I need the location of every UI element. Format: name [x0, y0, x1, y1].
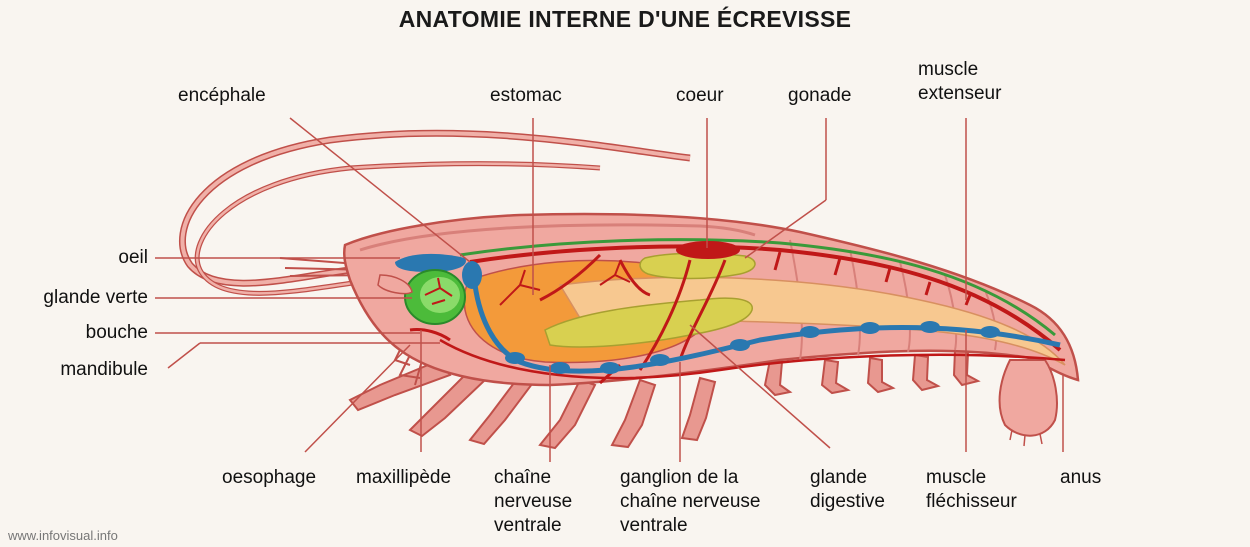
tail-fan	[1000, 360, 1057, 436]
label-estomac: estomac	[490, 84, 562, 108]
label-oesophage: oesophage	[222, 466, 316, 490]
label-glande-verte: glande verte	[43, 286, 148, 310]
label-ganglion: ganglion de la chaîne nerveuse ventrale	[620, 466, 761, 538]
label-glande-digestive: glande digestive	[810, 466, 885, 514]
label-anus: anus	[1060, 466, 1101, 490]
brain	[462, 261, 482, 289]
label-muscle-flechisseur: muscle fléchisseur	[926, 466, 1017, 514]
label-oeil: oeil	[118, 246, 148, 270]
label-gonade: gonade	[788, 84, 851, 108]
label-maxillipede: maxillipède	[356, 466, 451, 490]
watermark: www.infovisual.info	[8, 528, 118, 543]
heart	[676, 241, 740, 259]
label-muscle-extenseur: muscle extenseur	[918, 58, 1001, 106]
label-chaine-nerveuse-ventrale: chaîne nerveuse ventrale	[494, 466, 572, 538]
label-encephale: encéphale	[178, 84, 266, 108]
label-mandibule: mandibule	[60, 358, 148, 382]
label-bouche: bouche	[86, 321, 148, 345]
label-coeur: coeur	[676, 84, 724, 108]
